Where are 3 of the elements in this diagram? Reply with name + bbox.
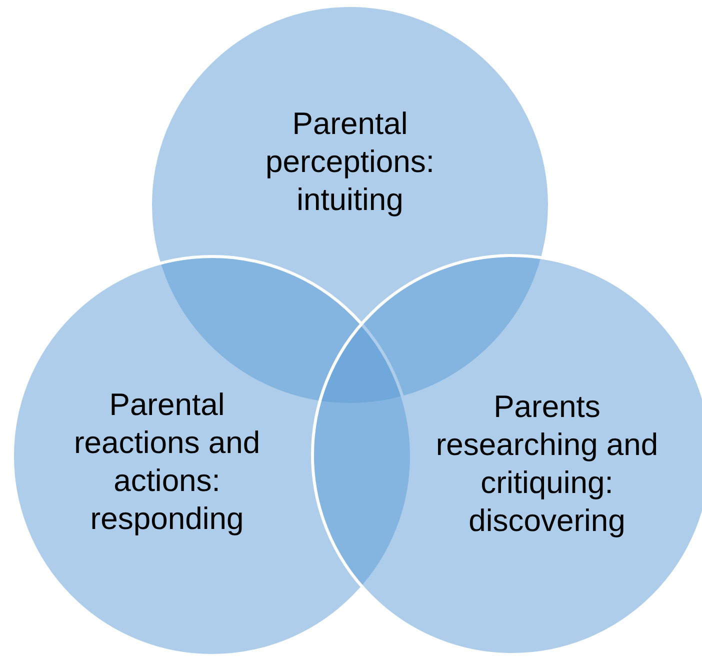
circle-label: Parental perceptions: intuiting [264,105,436,219]
circle-label: Parental reactions and actions: responding [72,386,262,538]
circle-label: Parents researching and critiquing: discovering [434,388,660,540]
